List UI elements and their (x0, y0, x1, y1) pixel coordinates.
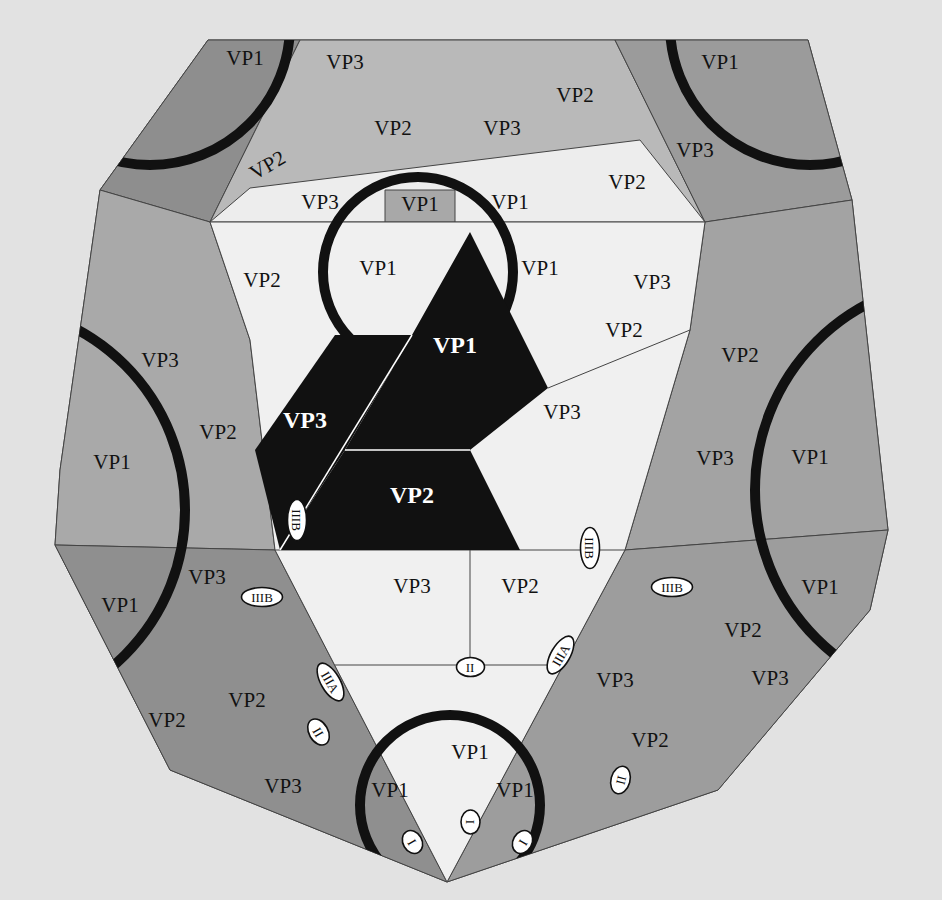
site-label: IIIB (584, 526, 597, 570)
protein-label: VP3 (393, 576, 430, 597)
protein-label: VP3 (264, 776, 301, 797)
protein-label: VP1 (701, 52, 738, 73)
binding-site-oval: IIIB (240, 586, 284, 608)
protein-label: VP1 (359, 258, 396, 279)
protein-label: VP3 (141, 350, 178, 371)
binding-site-oval: IIIB (286, 498, 308, 542)
protein-label: VP2 (228, 690, 265, 711)
protein-label: VP2 (605, 320, 642, 341)
binding-site-oval: IIIB (579, 526, 601, 570)
binding-site-oval: II (455, 656, 486, 678)
site-label: IIIB (291, 498, 304, 542)
protein-label: VP2 (501, 576, 538, 597)
protein-label: VP1 (451, 742, 488, 763)
protein-label: VP3 (633, 272, 670, 293)
protein-label: VP3 (596, 670, 633, 691)
protein-label: VP2 (721, 345, 758, 366)
protein-label: VP1 (801, 577, 838, 598)
protein-label: VP1 (371, 780, 408, 801)
protein-label: VP3 (301, 192, 338, 213)
site-label: IIIB (240, 591, 284, 604)
site-label: IIIB (650, 581, 694, 594)
protein-label: VP2 (148, 710, 185, 731)
protein-label: VP1 (93, 452, 130, 473)
protein-label: VP3 (483, 118, 520, 139)
protein-label: VP1 (433, 333, 477, 357)
protein-label: VP1 (521, 258, 558, 279)
protein-label: VP2 (631, 730, 668, 751)
protein-label: VP3 (543, 402, 580, 423)
protein-label: VP2 (556, 85, 593, 106)
binding-site-oval: I (459, 809, 481, 836)
protein-label: VP3 (676, 140, 713, 161)
protein-label: VP3 (696, 448, 733, 469)
protein-label: VP1 (226, 48, 263, 69)
site-label: II (610, 763, 631, 796)
protein-label: VP1 (401, 194, 438, 215)
protein-label: VP3 (326, 52, 363, 73)
protein-label: VP3 (283, 408, 327, 432)
protein-label: VP3 (188, 567, 225, 588)
protein-label: VP2 (608, 172, 645, 193)
protein-label: VP2 (199, 422, 236, 443)
protomer-highlight (255, 232, 548, 550)
site-label: II (455, 661, 486, 674)
protein-label: VP3 (751, 668, 788, 689)
site-label: I (464, 809, 477, 836)
protein-label: VP2 (374, 118, 411, 139)
protein-label: VP1 (101, 595, 138, 616)
protein-label: VP2 (724, 620, 761, 641)
protein-label: VP1 (791, 447, 828, 468)
protein-label: VP1 (496, 780, 533, 801)
protein-label: VP2 (390, 483, 434, 507)
protein-label: VP1 (491, 192, 528, 213)
protomer-dividers (280, 335, 470, 550)
protein-label: VP2 (243, 270, 280, 291)
binding-site-oval: IIIB (650, 576, 694, 598)
